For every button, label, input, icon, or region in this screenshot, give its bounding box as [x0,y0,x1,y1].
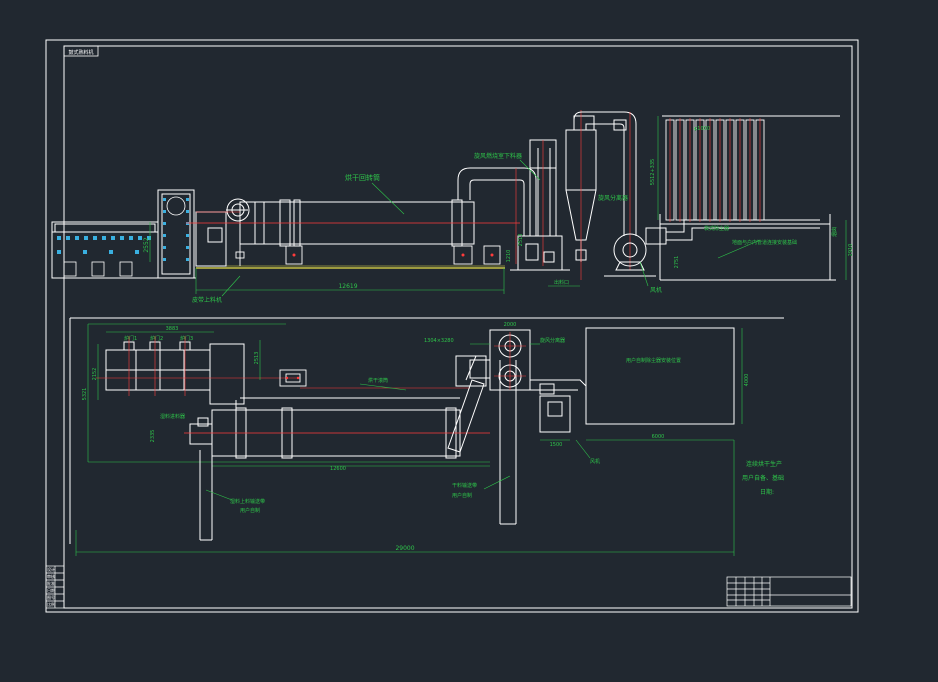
dim-fan-w-text: 1500 [550,442,563,448]
fan-plan [539,395,571,433]
label-kiln-c: 炉门3 [180,335,193,342]
label-feed-belt-note: 用户自制 [240,507,260,514]
dim-dryer-plan-w-text: 2335 [150,430,156,443]
feed-belt-plan [199,450,213,541]
side-strip-text: 设计 审核 批准 日期 图号 比例 [47,566,55,607]
title-block [726,576,852,607]
fan-unit [604,227,667,277]
label-fan: 风机 [650,286,662,294]
bag-filter-centerlines [669,118,761,222]
furnace-bricks [57,198,189,261]
label-kiln-b: 炉门2 [150,335,163,342]
dim-room-h-text: 4000 [744,374,750,387]
out-belt-plan [447,355,517,525]
kiln-plan [105,341,245,405]
dim-kiln-h-text: 2152 [92,368,98,381]
dim-discharge-height-text: 1210 [506,250,512,263]
bag-filter [662,115,840,221]
feed-hopper-marks [285,376,300,380]
dim-room-w-text: 6000 [652,434,665,440]
dim-kiln-span-text: 3883 [166,326,179,332]
note-line-3: 日期: [760,488,774,496]
side-label-1: 设计 [47,566,55,572]
drum-supports [235,244,501,266]
discharge-unit [510,235,570,271]
dim-dryer-plan-len-text: 12600 [330,466,346,472]
label-cyclone-separator: 旋风分离器 [598,194,628,202]
dim-furnace-height-text: 2552 [143,237,150,252]
notes: 连续烘干生产 用户自备、基础 日期: [742,460,784,496]
kiln-plan-centerlines [96,336,300,396]
outlet-duct [457,139,557,237]
side-label-6: 比例 [47,601,55,607]
inlet-hopper [195,198,250,267]
label-room: 用户自制除尘器安装位置 [626,357,681,364]
plan-view: 炉门1 炉门2 炉门3 3883 5321 2152 2513 [69,317,784,556]
label-feed-hopper: 湿料进料器 [160,413,185,420]
dim-cyclone-gap-text: 1304×3280 [424,338,454,344]
label-feed-conveyor: 皮带上料机 [192,296,222,304]
dim-kiln-depth-text: 5321 [82,388,88,401]
label-fan-plan: 风机 [590,458,600,465]
label-kiln-a: 炉门1 [124,335,137,342]
side-label-5: 图号 [47,594,55,600]
room-plan [585,327,735,425]
note-line-2: 用户自备、基础 [742,474,784,482]
dust-duct [659,214,836,281]
corner-tag: 鼓式熟料机 [63,45,99,57]
furnace-structure [51,189,195,279]
dim-small-2-text: 2513 [254,352,260,365]
drawing-frame [45,39,859,613]
plan-duct [530,379,587,395]
note-line-1: 连续烘干生产 [746,460,782,468]
label-out-belt-note: 用户自制 [452,492,472,499]
dim-drum-length-text: 12619 [338,283,357,290]
label-dryer-drum: 烘干回转筒 [345,173,380,182]
drum-support-marks [292,253,494,257]
dim-fan-height-text: 2751 [674,256,680,269]
label-chimney: 烟囱 [831,227,838,237]
cyclone-plan-centerlines [494,332,526,390]
cyclone-duct [573,111,637,236]
furnace-doors [63,196,186,277]
label-drum-plan: 烘干滚筒 [368,377,388,384]
label-out-belt: 干料输送带 [452,482,477,489]
dryer-plan [189,397,461,459]
side-label-4: 日期 [47,587,55,593]
dim-top-w-text: 2000 [504,322,517,328]
label-combustion-chamber: 旋风燃烧室下料器 [474,152,522,160]
side-label-2: 审核 [47,573,55,579]
dim-filter-width-text: φ1000 [694,126,710,132]
plan-dims-left [87,323,490,463]
corner-tag-text: 鼓式熟料机 [68,49,93,56]
side-strip [45,565,65,609]
dim-drum-length [195,268,505,294]
elevation-view: 2552 [51,110,854,304]
side-label-3: 批准 [47,580,55,586]
label-feed-belt: 湿料上料输送带 [230,498,265,505]
label-bag-filter: 袋式除尘器 [704,225,729,232]
dim-stack-height-text: 2910 [848,244,854,257]
label-outlet: 出料口 [554,279,569,286]
label-screen: 旋风分离器 [540,337,565,344]
dim-filter-height-text: 5512+335 [650,159,656,185]
dim-total-text: 29000 [395,545,414,552]
label-dust-duct: 地面与户内管道连接安装基础 [732,239,797,246]
dim-cyclone-height-text: 2513 [518,234,524,247]
